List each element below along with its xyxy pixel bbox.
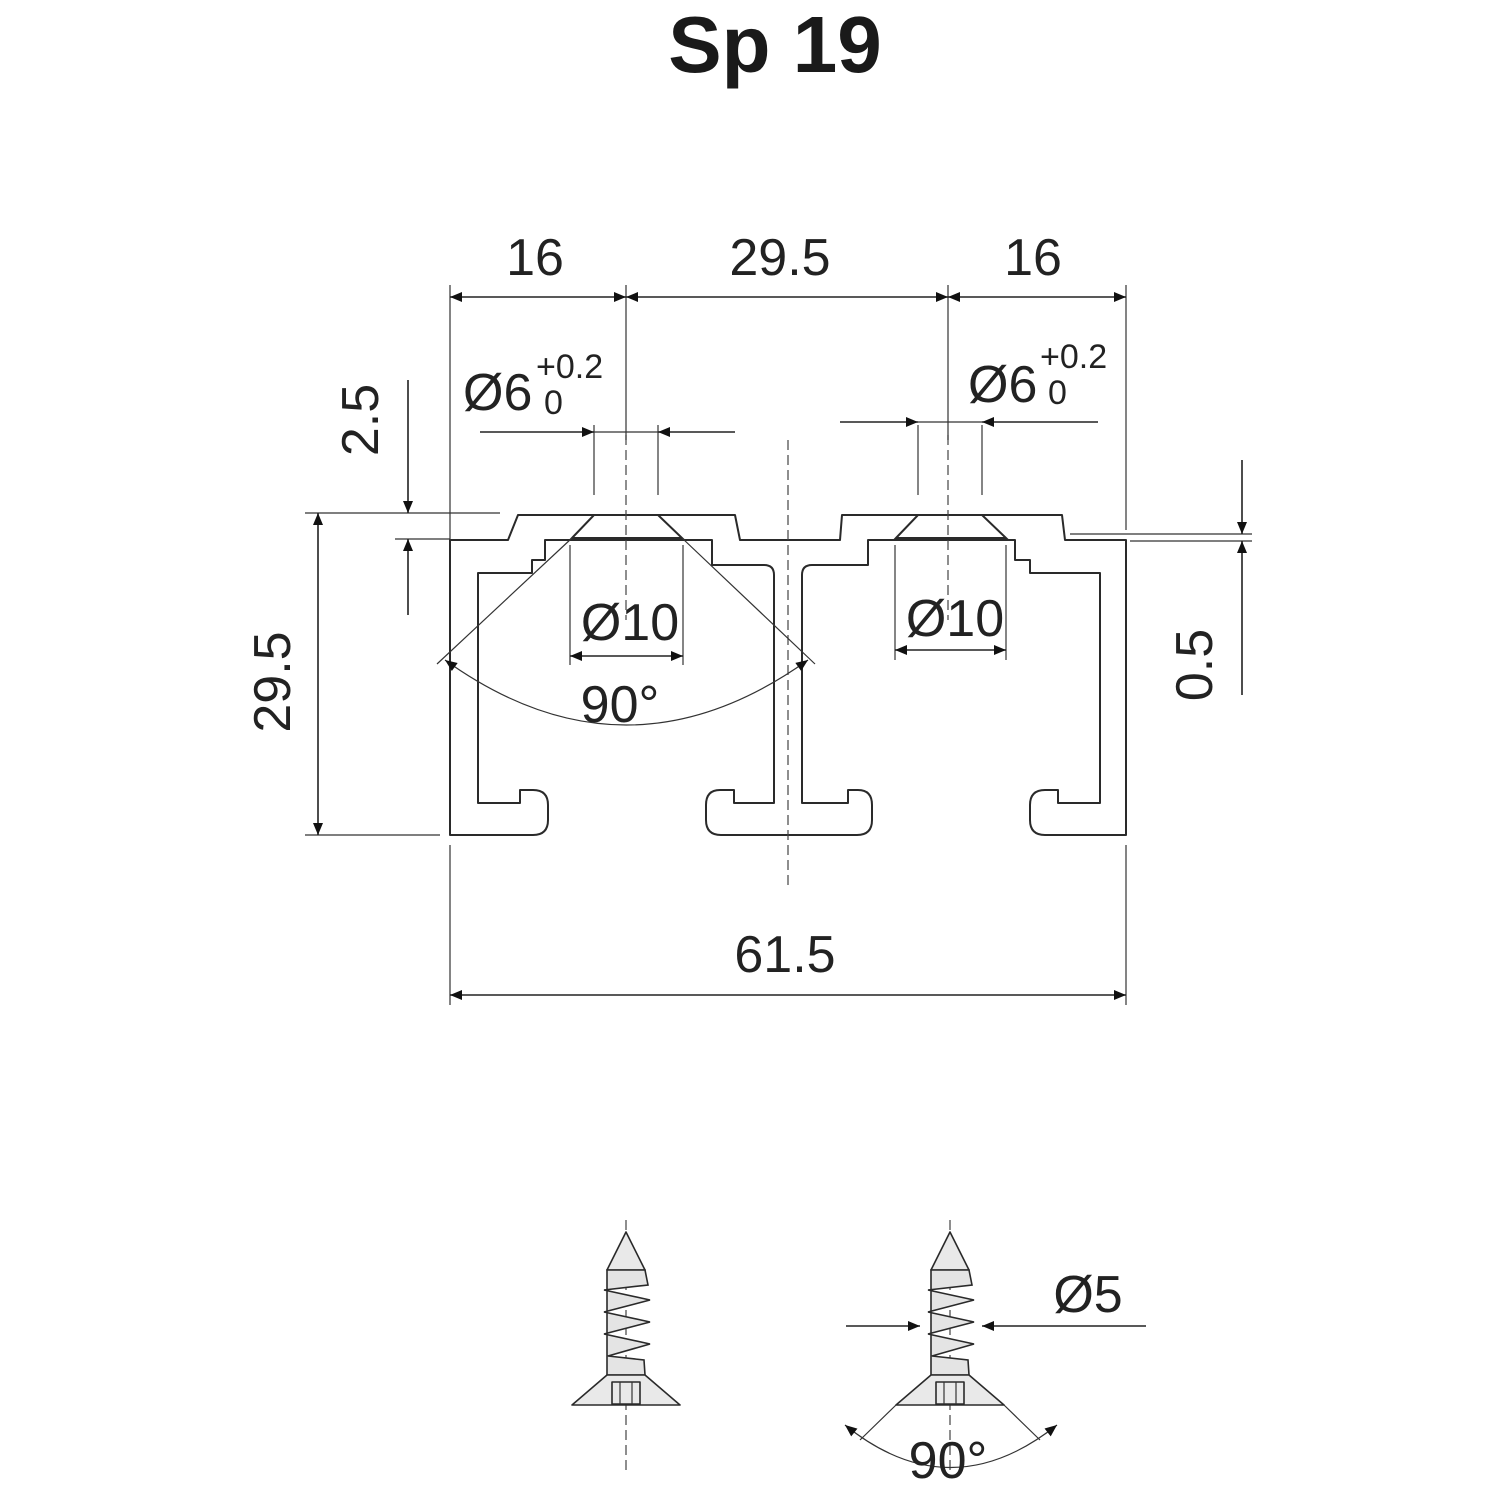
countersink-right xyxy=(893,514,1009,539)
dim-left-pitch: 16 xyxy=(506,229,564,287)
dim-middle-pitch: 29.5 xyxy=(729,229,830,287)
dim-overall-width: 61.5 xyxy=(734,926,835,984)
dim-countersink-angle: 90° xyxy=(581,676,660,734)
dim-right-pitch: 16 xyxy=(1004,229,1062,287)
angle-arc-countersink xyxy=(444,659,809,726)
dim-hole-left: Ø6 xyxy=(463,364,532,422)
dim-countersink-left: Ø10 xyxy=(581,594,679,652)
screw-left xyxy=(571,1220,681,1470)
dim-top-step: 2.5 xyxy=(332,384,390,456)
drawing-title: Sp 19 xyxy=(668,0,881,89)
tol-hole-left-upper: +0.2 xyxy=(536,348,603,386)
countersink-left xyxy=(569,514,685,539)
dim-hole-right: Ø6 xyxy=(968,356,1037,414)
dim-countersink-right: Ø10 xyxy=(906,590,1004,648)
dim-screw-diameter: Ø5 xyxy=(1053,1266,1122,1324)
tol-hole-left-lower: 0 xyxy=(544,384,563,422)
angle-arc-screw xyxy=(844,1424,1058,1469)
tol-hole-right-lower: 0 xyxy=(1048,374,1067,412)
tol-hole-right-upper: +0.2 xyxy=(1040,338,1107,376)
dim-screw-angle: 90° xyxy=(909,1432,988,1490)
screw-right: Ø5 90° xyxy=(844,1220,1146,1490)
dim-overall-height: 29.5 xyxy=(244,631,302,732)
dim-right-step: 0.5 xyxy=(1166,629,1224,701)
extension-lines xyxy=(305,285,1252,1005)
